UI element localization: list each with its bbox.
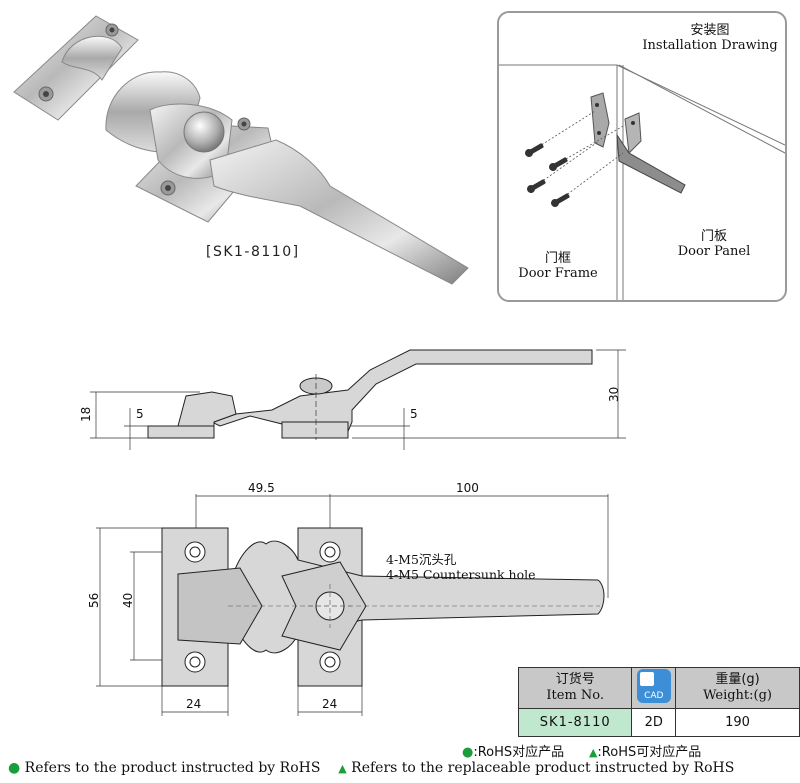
top-view: 49.5 100 56 40 24 24 (87, 481, 609, 716)
hole-note-cn: 4-M5沉头孔 (386, 552, 457, 567)
door-panel-label: 门板 Door Panel (677, 229, 751, 259)
dim-base-right: 24 (322, 697, 337, 711)
header-cad: CAD (631, 667, 677, 709)
rohs-triangle-icon: ▲ (338, 762, 347, 775)
dim-center-distance: 49.5 (248, 481, 275, 495)
header-item-no: 订货号 Item No. (517, 667, 633, 709)
hole-note-en: 4-M5 Countersunk hole (386, 567, 536, 582)
header-weight: 重量(g) Weight:(g) (675, 667, 800, 709)
product-photo (13, 15, 469, 285)
dim-overall-height: 56 (87, 593, 101, 608)
legend-cn: ●:RoHS对应产品 ▲:RoHS可对应产品 (462, 745, 702, 760)
installation-drawing-panel: 安装图 Installation Drawing 门框 Door Frame 门… (497, 11, 787, 302)
installation-title: 安装图 Installation Drawing (642, 23, 778, 53)
product-code-caption: [SK1-8110] (206, 244, 300, 260)
cad-file-icon: CAD (636, 668, 671, 703)
dim-height-left: 18 (79, 407, 93, 422)
legend-en: ● Refers to the product instructed by Ro… (8, 760, 735, 776)
installation-drawing (499, 64, 785, 300)
technical-drawing: 18 5 5 30 (79, 349, 626, 716)
hole-note: 4-M5沉头孔 4-M5 Countersunk hole (386, 552, 536, 582)
dim-handle-length: 100 (456, 481, 479, 495)
rohs-triangle-icon: ▲ (588, 746, 598, 759)
door-frame-label: 门框 Door Frame (518, 251, 598, 281)
dim-thickness-left: 5 (136, 407, 144, 421)
rohs-dot-icon: ● (462, 745, 474, 760)
dim-base-left: 24 (186, 697, 201, 711)
side-view: 18 5 5 30 (79, 349, 626, 450)
spec-table: 订货号 Item No. CAD 重量(g) Weight:(g) SK1-81… (517, 667, 800, 737)
dim-height-total: 30 (607, 387, 621, 402)
dim-hole-pitch: 40 (121, 593, 135, 608)
dim-thickness-right: 5 (410, 407, 418, 421)
weight-value: 190 (675, 708, 800, 737)
cad-value[interactable]: 2D (631, 708, 677, 737)
rohs-dot-icon: ● (8, 760, 21, 776)
item-no-value: SK1-8110 (517, 708, 633, 737)
